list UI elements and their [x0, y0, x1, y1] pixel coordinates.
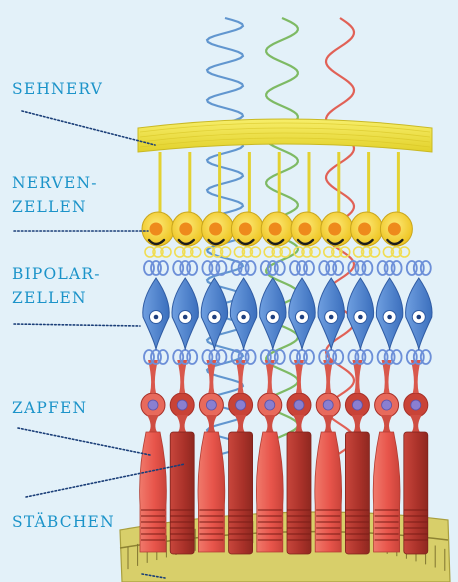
- label-nervenzellen-line1: NERVEN-: [12, 171, 98, 195]
- rod-outer-segment: [287, 432, 311, 554]
- bipolar-dendrite-loop: [187, 261, 197, 275]
- photoreceptor-nucleus: [236, 400, 246, 410]
- rod-outer-segment: [404, 432, 428, 554]
- photoreceptor-nucleus: [352, 400, 362, 410]
- label-sehnerv: SEHNERV: [12, 77, 103, 101]
- ganglion-nucleus: [358, 223, 371, 236]
- ganglion-nucleus: [269, 223, 282, 236]
- photoreceptor-nucleus: [382, 400, 392, 410]
- label-staebchen-text: STÄBCHEN: [12, 510, 115, 534]
- bipolar-terminal-loop: [216, 350, 226, 364]
- bipolar-terminal-loop: [421, 350, 431, 364]
- photoreceptor-axon: [265, 360, 275, 393]
- bipolar-nucleolus: [183, 315, 188, 320]
- photoreceptor-axon: [206, 360, 216, 393]
- photoreceptor-axon: [177, 360, 187, 393]
- label-nervenzellen-line2: ZELLEN: [12, 195, 98, 219]
- ganglion-nucleus: [328, 223, 341, 236]
- photoreceptor-axon: [323, 360, 333, 393]
- ganglion-nucleus: [150, 223, 163, 236]
- ganglion-nucleus: [239, 223, 252, 236]
- leader-line: [22, 111, 155, 145]
- photoreceptor-nucleus: [265, 400, 275, 410]
- bipolar-terminal-loop: [392, 350, 402, 364]
- bipolar-terminal-loop: [362, 350, 372, 364]
- bipolar-dendrite-loop: [275, 261, 285, 275]
- label-bipolarzellen-line1: BIPOLAR-: [12, 262, 101, 286]
- bipolar-dendrite-loop: [421, 261, 431, 275]
- label-sehnerv-text: SEHNERV: [12, 77, 103, 101]
- photoreceptor-nucleus: [411, 400, 421, 410]
- bipolar-dendrite-loop: [362, 261, 372, 275]
- label-bipolarzellen: BIPOLAR- ZELLEN: [12, 262, 101, 310]
- bipolar-nucleolus: [417, 315, 422, 320]
- bipolar-dendrite-loop: [158, 261, 168, 275]
- bipolar-terminal-loop: [333, 350, 343, 364]
- bipolar-terminal-loop: [187, 350, 197, 364]
- pigment-epithelium: [120, 512, 450, 582]
- bipolar-nucleolus: [271, 315, 276, 320]
- bipolar-cell-layer: [143, 261, 432, 364]
- bipolar-terminal-loop: [158, 350, 168, 364]
- optic-nerve-fibers: [138, 119, 432, 152]
- label-staebchen: STÄBCHEN: [12, 510, 115, 534]
- bipolar-dendrite-loop: [304, 261, 314, 275]
- leader-line: [14, 324, 140, 326]
- bipolar-nucleolus: [212, 315, 217, 320]
- bipolar-dendrite-loop: [246, 261, 256, 275]
- pigment-band: [120, 512, 450, 582]
- rod-outer-segment: [229, 432, 253, 554]
- photoreceptor-neck: [235, 415, 247, 432]
- ganglion-nucleus: [209, 223, 222, 236]
- bipolar-nucleolus: [300, 315, 305, 320]
- label-nervenzellen: NERVEN- ZELLEN: [12, 171, 98, 219]
- bipolar-nucleolus: [387, 315, 392, 320]
- label-bipolarzellen-line2: ZELLEN: [12, 286, 101, 310]
- photoreceptor-axon: [382, 360, 392, 393]
- optic-nerve-band: [138, 119, 432, 152]
- photoreceptor-nucleus: [206, 400, 216, 410]
- bipolar-dendrite-loop: [333, 261, 343, 275]
- photoreceptor-neck: [351, 415, 363, 432]
- photoreceptor-axon: [148, 360, 158, 393]
- ganglion-nucleus: [388, 223, 401, 236]
- bipolar-terminal-loop: [246, 350, 256, 364]
- bipolar-nucleolus: [358, 315, 363, 320]
- photoreceptor-neck: [410, 415, 422, 432]
- bipolar-nucleolus: [329, 315, 334, 320]
- photoreceptor-neck: [381, 415, 393, 432]
- photoreceptor-nucleus: [294, 400, 304, 410]
- bipolar-nucleolus: [241, 315, 246, 320]
- photoreceptor-axon: [411, 360, 421, 393]
- rod-outer-segment: [345, 432, 369, 554]
- rod-outer-segment: [170, 432, 194, 554]
- ganglion-nucleus: [299, 223, 312, 236]
- bipolar-nucleolus: [154, 315, 159, 320]
- label-zapfen-text: ZAPFEN: [12, 396, 87, 420]
- bipolar-terminal-loop: [304, 350, 314, 364]
- label-zapfen: ZAPFEN: [12, 396, 87, 420]
- photoreceptor-neck: [147, 415, 159, 432]
- photoreceptor-neck: [176, 415, 188, 432]
- photoreceptor-neck: [322, 415, 334, 432]
- leader-line: [18, 428, 150, 455]
- photoreceptor-nucleus: [148, 400, 158, 410]
- ganglion-nucleus: [179, 223, 192, 236]
- photoreceptor-nucleus: [323, 400, 333, 410]
- photoreceptor-neck: [264, 415, 276, 432]
- bipolar-dendrite-loop: [392, 261, 402, 275]
- photoreceptor-axon: [236, 360, 246, 393]
- bipolar-terminal-loop: [275, 350, 285, 364]
- ganglion-cell-layer: [142, 152, 412, 257]
- photoreceptor-nucleus: [177, 400, 187, 410]
